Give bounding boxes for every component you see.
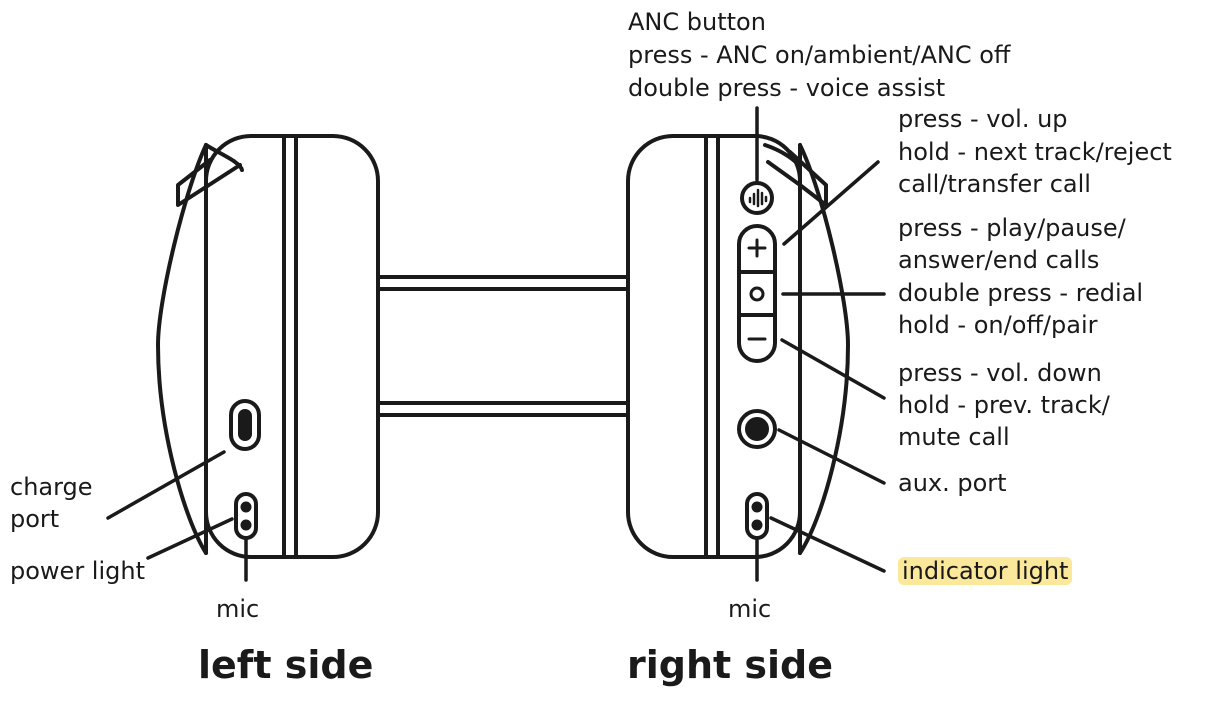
aux-port-label: aux. port (898, 469, 1007, 497)
indicator-light-label: indicator light (898, 557, 1073, 585)
charge-label-line2: port (10, 505, 60, 533)
charge-label-line1: charge (10, 473, 93, 501)
left-mic-label: mic (216, 595, 260, 623)
center-line4: hold - on/off/pair (898, 311, 1098, 339)
vol-down-line3: mute call (898, 423, 1010, 451)
right-side-title: right side (627, 643, 834, 687)
left-earcup (156, 134, 380, 559)
vol-down-line2: hold - prev. track/ (898, 391, 1110, 419)
anc-button-icon (740, 181, 774, 215)
indicator-wrap: indicator light (898, 555, 1073, 587)
center-line3: double press - redial (898, 279, 1144, 307)
vol-down-line1: press - vol. down (898, 359, 1102, 387)
charge-port-icon (229, 399, 261, 451)
center-line2: answer/end calls (898, 246, 1100, 274)
power-light-label: power light (10, 557, 145, 585)
indicator-light-icon (745, 492, 769, 540)
right-mic-label: mic (728, 595, 772, 623)
anc-press: press - ANC on/ambient/ANC off (628, 41, 1011, 69)
vol-up-line3: call/transfer call (898, 170, 1091, 198)
vol-up-line1: press - vol. up (898, 105, 1068, 133)
headband (376, 275, 630, 417)
center-line1: press - play/pause/ (898, 214, 1126, 242)
left-side-title: left side (198, 643, 374, 687)
aux-port-icon (737, 409, 777, 449)
anc-title: ANC button (628, 8, 766, 36)
control-buttons (737, 224, 777, 363)
vol-up-line2: hold - next track/reject (898, 138, 1172, 166)
leader-lines (106, 106, 886, 582)
anc-double: double press - voice assist (628, 74, 946, 102)
power-light-icon (234, 492, 258, 540)
